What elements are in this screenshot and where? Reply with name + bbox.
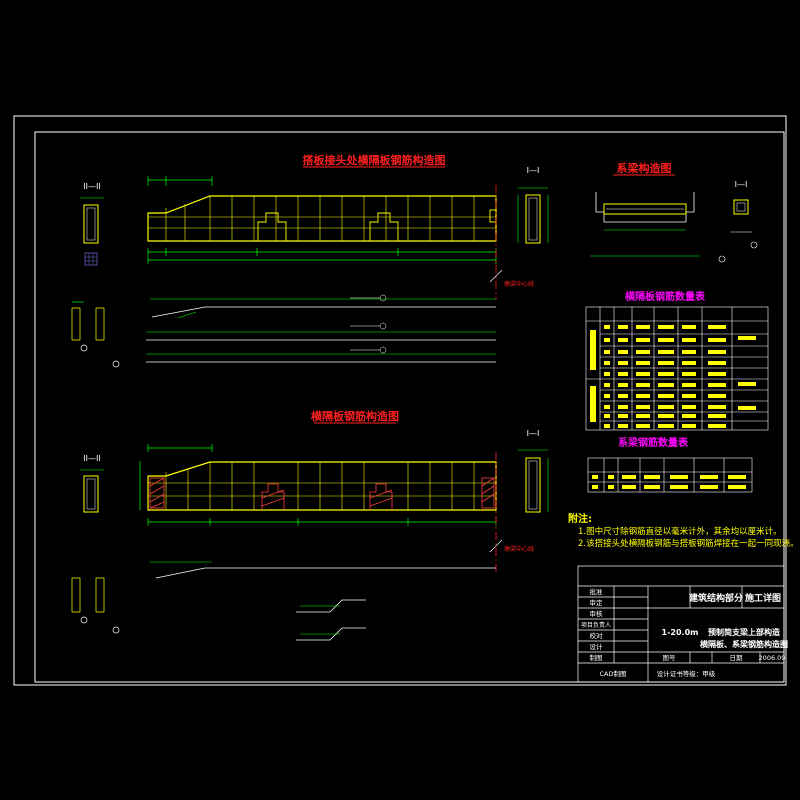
title-block-drawing-title-1: 预制简支梁上部构造 — [708, 627, 780, 637]
table1-title: 横隔板钢筋数量表 — [625, 290, 706, 303]
notes-line-1: 1.图中尺寸除钢筋直径以毫米计外，其余均以厘米计。 — [578, 526, 782, 537]
diagram2-bottom-dimensions — [147, 518, 497, 526]
diagram2-top-dimensions — [139, 444, 213, 510]
diagram2-hatched-blocks — [149, 477, 495, 510]
notes-heading: 附注: — [568, 512, 592, 525]
table2-grid — [587, 457, 753, 493]
section-ii-top — [80, 197, 104, 266]
section-ii-bottom — [80, 469, 104, 513]
title-block-cert: 设计证书等级：甲级 — [657, 669, 716, 678]
diagram1-bottom-dimensions — [147, 248, 497, 264]
title-block-date-label: 日期 — [730, 654, 744, 662]
diagram1-beam — [147, 195, 497, 242]
section-i-label-bottom: I—I — [527, 429, 540, 438]
title-block-row-label: 审核 — [590, 609, 604, 618]
inner-frame — [34, 131, 785, 683]
diagram1-title: 搭板接头处横隔板钢筋构造图 — [303, 153, 446, 167]
title-block-software: CAD制图 — [600, 669, 627, 678]
centerline-label-bottom: 墩梁中心线 — [504, 545, 534, 553]
diagram1-top-dimensions — [147, 176, 213, 186]
title-block-row-label: 项目负责人 — [581, 621, 611, 629]
section-ii-label-top: II—II — [83, 182, 100, 191]
rebar-callouts-top — [350, 294, 387, 354]
table2-title: 系梁钢筋数量表 — [618, 436, 689, 449]
title-block-row-label: 设计 — [590, 642, 604, 651]
tie-beam-drawing — [590, 192, 700, 257]
title-block-row-label: 批准 — [590, 587, 604, 596]
small-details-bottom — [71, 577, 120, 634]
title-block-drawing-title-2: 横隔板、系梁钢筋构造图 — [700, 639, 788, 649]
tie-beam-section — [718, 199, 758, 263]
diagram1-rebar-details — [146, 306, 496, 363]
title-block-stage: 施工详图 — [745, 592, 781, 604]
table1-cell-marks — [590, 325, 756, 428]
diagram2-title: 横隔板钢筋构造图 — [311, 409, 399, 423]
small-details-top — [71, 301, 120, 368]
title-block-row-label: 校对 — [590, 631, 604, 640]
title-block-grid — [577, 565, 785, 683]
title-block-row-label: 制图 — [590, 653, 603, 662]
title-block-span: 1-20.0m — [662, 628, 699, 637]
section-ii-label-bottom: II—II — [83, 454, 100, 463]
tie-beam-section-label: I—I — [735, 180, 748, 189]
diagram2-rebar-details — [150, 561, 496, 641]
title-block-date: 2006.09 — [759, 654, 786, 662]
outer-frame — [13, 115, 787, 686]
notes-line-2: 2.该搭接头处横隔板钢筋与搭板钢筋焊接在一起一同现浇。 — [578, 538, 799, 549]
section-i-label-top: I—I — [527, 166, 540, 175]
section-i-bottom — [518, 449, 549, 513]
diagram2-beam — [147, 461, 497, 511]
title-block-company: 建筑结构部分 — [689, 592, 743, 604]
title-block-row-label: 审定 — [590, 598, 604, 607]
table1-grid — [585, 306, 769, 431]
tie-beam-title: 系梁构造图 — [617, 161, 672, 175]
centerline-label-top: 墩梁中心线 — [504, 280, 534, 288]
table2-cell-marks — [592, 475, 746, 489]
diagram1-rebar-dims — [146, 298, 496, 355]
section-i-top — [517, 187, 549, 244]
title-block-drawing-no-label: 图号 — [663, 654, 677, 662]
